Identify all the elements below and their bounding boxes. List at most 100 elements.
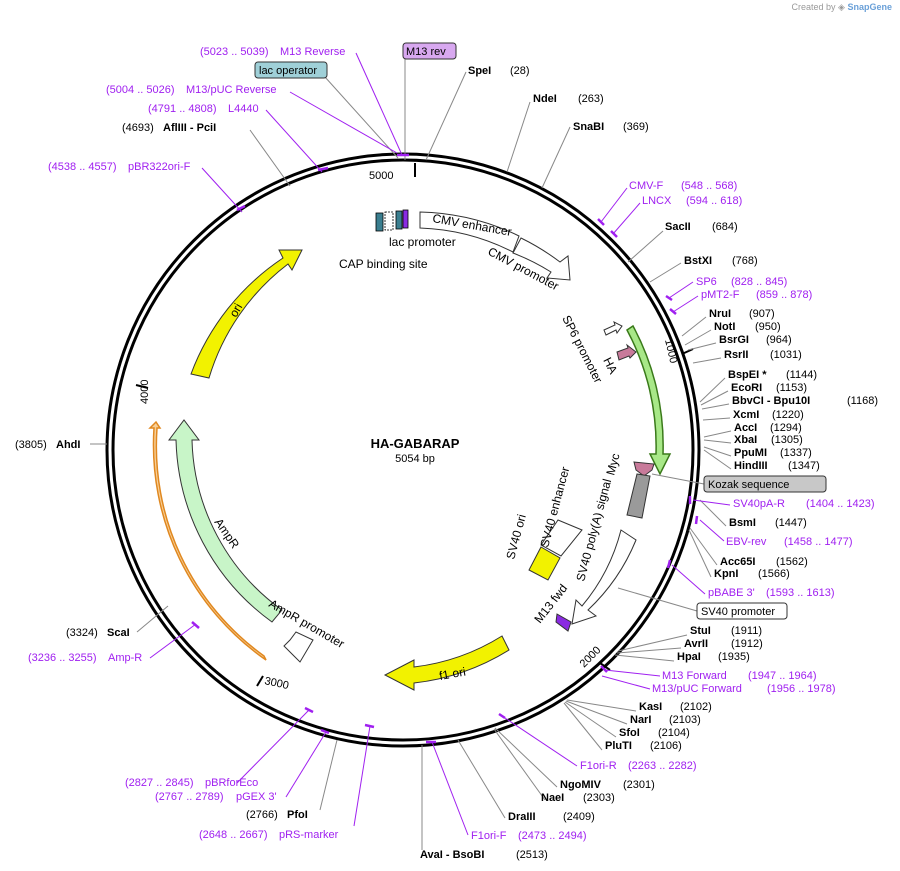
primer-ebv-rev-range: (1458 .. 1477) — [784, 536, 853, 548]
enzyme-pluti: PluTI — [605, 740, 632, 752]
leader-sacii — [627, 230, 664, 263]
enzyme-stui-pos: (1911) — [731, 625, 762, 637]
leader-stui — [617, 634, 688, 652]
primer-m13-forward-range: (1947 .. 1964) — [748, 670, 817, 682]
enzyme-spei-pos: (28) — [510, 65, 530, 77]
f1-ori-arrow — [383, 635, 510, 691]
enzyme-bsrgi: BsrGI — [719, 334, 749, 346]
primer-pbr322ori-f: pBR322ori-F — [128, 161, 191, 173]
enzyme-bbvci-bpu10i: BbvCI - Bpu10I — [732, 395, 810, 407]
leader-noti — [684, 329, 712, 346]
enzyme-nari: NarI — [630, 714, 651, 726]
primer-m13-forward: M13 Forward — [662, 670, 727, 682]
primer-l4440: L4440 — [228, 103, 259, 115]
credit-prefix: Created by — [791, 2, 836, 12]
primer-cmv-f: CMV-F — [629, 180, 664, 192]
enzyme-xcmi-pos: (1220) — [772, 409, 804, 421]
cmv-promoter-arrow — [512, 237, 571, 281]
primer-sp6: SP6 — [696, 276, 717, 288]
enzyme-nrui-pos: (907) — [749, 308, 775, 320]
enzyme-bsrgi-pos: (964) — [766, 334, 792, 346]
primer-m13-reverse-range: (5023 .. 5039) — [200, 46, 269, 58]
boxlabel-sv40-promoter: SV40 promoter — [701, 606, 775, 618]
myc-tag-arrow — [633, 461, 655, 477]
backbone-inner-ring — [111, 158, 695, 742]
enzyme-xcmi: XcmI — [733, 409, 759, 421]
enzyme-naei-pos: (2303) — [583, 792, 615, 804]
enzyme-ahdi-pos: (3805) — [15, 439, 47, 451]
enzyme-bstxi: BstXI — [684, 255, 712, 267]
m13-rev-feature — [402, 209, 409, 229]
pleader-m13-puc-forward — [601, 675, 651, 690]
pleader-lncx — [612, 202, 641, 235]
primer-f1ori-f: F1ori-F — [471, 830, 507, 842]
enzyme-hpai-pos: (1935) — [718, 651, 750, 663]
primer-m13-puc-forward-range: (1956 .. 1978) — [767, 683, 836, 695]
enzyme-bbvci-bpu10i-pos: (1168) — [847, 395, 878, 407]
leader-pfoi — [319, 739, 338, 811]
enzyme-snabi: SnaBI — [573, 121, 604, 133]
enzyme-spei: SpeI — [468, 65, 491, 77]
leader-bbvci — [701, 403, 730, 410]
mark-m13-forward — [600, 665, 608, 673]
leader-acc65i — [689, 527, 718, 566]
ha-tag-arrow — [616, 343, 637, 361]
pleader-pbr322ori-f — [201, 167, 243, 213]
leader-ngomiv — [494, 727, 558, 788]
tick-label-3000: 3000 — [263, 675, 289, 692]
enzyme-naei: NaeI — [541, 792, 564, 804]
primer-pbrforeco-range: (2827 .. 2845) — [125, 777, 194, 789]
lac-operator-feature — [395, 210, 403, 230]
pleader-f1ori-f — [431, 741, 469, 836]
leader-sfoi — [564, 701, 617, 738]
pleader-ebv-rev — [699, 519, 725, 542]
boxlabel-m13-rev: M13 rev — [406, 46, 446, 58]
pleader-l4440 — [265, 109, 323, 173]
enzyme-acc65i: Acc65I — [720, 556, 755, 568]
enzyme-pfoi-pos: (2766) — [246, 809, 278, 821]
enzyme-ppumi-pos: (1337) — [780, 447, 812, 459]
enzyme-rsrii: RsrII — [724, 349, 748, 361]
sp6-promoter-arrow — [603, 321, 623, 336]
enzyme-ngomiv: NgoMIV — [560, 779, 602, 791]
primer-m13-puc-reverse: M13/pUC Reverse — [186, 84, 276, 96]
enzyme-avrii: AvrII — [684, 638, 708, 650]
sv40-enhancer-feature — [540, 519, 583, 557]
enzyme-sacii-pos: (684) — [712, 221, 738, 233]
enzyme-xbai: XbaI — [734, 434, 757, 446]
leader-bstxi — [649, 262, 682, 283]
tick-label-4000: 4000 — [139, 380, 151, 404]
sv40-ori-feature — [528, 546, 561, 581]
enzyme-sfoi-pos: (2104) — [658, 727, 690, 739]
primer-pmt2-f: pMT2-F — [701, 289, 740, 301]
pleader-pbrforeco — [236, 709, 310, 784]
primer-pbabe3-range: (1593 .. 1613) — [766, 587, 835, 599]
primer-pgex3: pGEX 3' — [236, 791, 277, 803]
cap-binding-site-feature — [375, 212, 384, 232]
mark-sp6 — [665, 294, 673, 302]
box-kozak-sequence — [703, 475, 827, 493]
primer-m13-puc-forward: M13/pUC Forward — [652, 683, 742, 695]
enzyme-ndei-pos: (263) — [578, 93, 604, 105]
enzyme-ngomiv-pos: (2301) — [623, 779, 655, 791]
leader-rsrii — [692, 357, 722, 364]
enzyme-draiii-pos: (2409) — [563, 811, 595, 823]
primer-m13-reverse: M13 Reverse — [280, 46, 345, 58]
enzyme-xbai-pos: (1305) — [771, 434, 803, 446]
enzyme-ndei: NdeI — [533, 93, 557, 105]
primer-lncx-range: (594 .. 618) — [686, 195, 742, 207]
gabarap-cds-arrow — [626, 324, 672, 476]
leader-nari — [565, 700, 628, 725]
tick-marks — [135, 163, 694, 687]
enzyme-afliii-pcii: AflIII - PciI — [163, 122, 216, 134]
tick-2000 — [599, 662, 611, 671]
box-m13-rev — [402, 42, 457, 60]
leader-kasi — [566, 699, 637, 712]
leader-snabi — [541, 126, 571, 189]
primer-marks — [191, 153, 699, 744]
pleader-amp-r — [149, 623, 197, 659]
enzyme-snabi-pos: (369) — [623, 121, 649, 133]
label-ori: ori — [226, 301, 245, 320]
enzyme-bspei-pos: (1144) — [786, 369, 817, 381]
pleader-m13-forward — [604, 669, 661, 677]
